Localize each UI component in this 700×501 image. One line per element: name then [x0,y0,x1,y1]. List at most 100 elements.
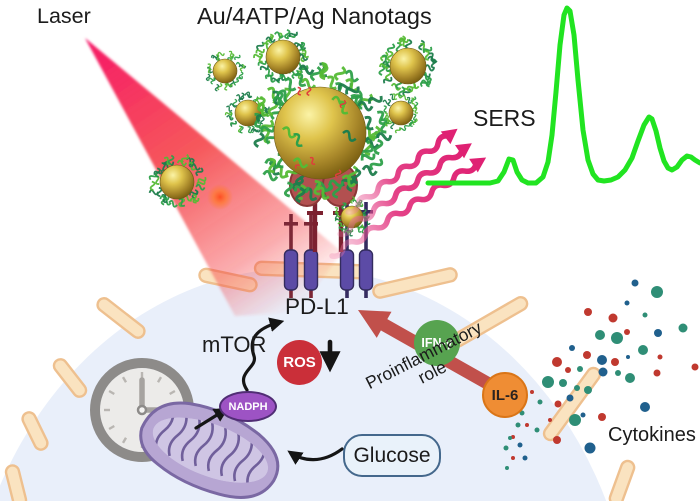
sers-wave-arrowhead [469,157,487,173]
aptamer-fuzz [226,115,234,121]
cytokine-dot [597,355,607,365]
raman-tag-mark [306,86,312,97]
aptamer-fuzz [326,75,337,90]
aptamer-fuzz [378,65,386,76]
cytokine-dot [626,355,630,359]
receptor-transmembrane-bar [339,249,355,291]
aptamer-fuzz [357,100,374,112]
il6-badge: IL-6 [482,372,528,418]
laser-beam [85,38,342,316]
aptamer-fuzz [210,54,219,59]
antibody-stem [312,196,318,252]
aptamer-fuzz [424,64,435,72]
mitochondria-crista [193,422,214,467]
aptamer-fuzz [430,58,437,69]
aptamer-fuzz [386,50,394,62]
cytokine-dot [654,329,662,337]
aptamer-fuzz [361,164,378,177]
aptamer-fuzz [301,49,310,59]
aptamer-fuzz [298,53,309,62]
aptamer-fuzz [207,63,212,71]
raman-tag-mark [297,86,302,96]
aptamer-fuzz [257,60,267,66]
aptamer-fuzz [268,157,277,174]
aptamer-fuzz [411,97,415,105]
aptamer-fuzz [262,169,279,182]
aptamer-fuzz [214,83,220,92]
cytokine-dot [640,402,650,412]
aptamer-fuzz [360,153,376,161]
aptamer-fuzz [378,63,390,69]
aptamer-fuzz [283,181,294,198]
nanotag-particle [378,35,438,98]
cytokine-dot [566,394,574,402]
aptamer-fuzz [253,53,263,59]
pathway-arrow [287,447,344,465]
cytokine-dot [580,412,586,418]
cytokine-dot [511,456,515,460]
sers-wave-arrow [345,133,451,215]
raman-tag-mark [309,156,316,165]
aptamer-fuzz [238,71,244,79]
aptamer-fuzz [180,154,190,163]
aptamer-fuzz [238,64,247,69]
aptamer-fuzz [387,98,392,107]
cytokine-dot [503,445,509,451]
aptamer-fuzz [192,194,197,204]
sers-label: SERS [473,105,536,131]
cytokine-dot [624,300,630,306]
cytokine-dot [530,390,534,394]
aptamer-fuzz [342,129,357,142]
aptamer-fuzz [260,116,265,125]
cytokine-dot [598,367,608,377]
aptamer-fuzz [341,202,347,210]
aptamer-fuzz [419,78,429,88]
sers-spectrum-line [425,5,700,186]
aptamer-fuzz [334,206,339,214]
aptamer-fuzz [196,180,206,186]
pathway-arrow [241,317,285,392]
aptamer-fuzz [281,126,297,139]
sers-wave-arrowhead [440,128,458,145]
aptamer-fuzz [163,156,172,166]
clock-tick [108,389,115,396]
cytokine-dot [584,442,596,454]
membrane-segment [542,366,602,442]
receptor-crossbar [284,222,298,226]
aptamer-fuzz [319,61,328,78]
membrane-segment [372,267,458,299]
aptamer-fuzz [190,163,201,171]
aptamer-fuzz [334,213,339,221]
cytokine-dot [615,370,621,376]
aptamer-fuzz [253,132,265,148]
cytokine-dot [598,413,606,421]
cytokine-dot [559,379,567,387]
mitochondria [139,401,280,499]
clock-tick [156,376,163,383]
nanotag-particle [253,61,393,204]
aptamer-fuzz [153,169,163,176]
aptamer-fuzz [356,226,362,233]
aptamer-fuzz [351,168,362,185]
aptamer-fuzz [295,72,307,87]
cytokine-dot [537,399,543,405]
aptamer-fuzz [259,65,269,71]
aptamer-fuzz [389,93,396,101]
membrane-segment [21,411,49,451]
aptamer-fuzz [398,35,406,47]
aptamer-fuzz [230,121,237,126]
aptamer-fuzz [395,93,403,99]
raman-tag-mark [339,99,347,109]
pathway-arrow [194,407,229,430]
aptamer-fuzz [309,65,322,82]
cytokine-dot [651,286,663,298]
aptamer-fuzz [376,110,386,126]
membrane-segment [96,297,146,339]
cytokine-dot [653,369,661,377]
aptamer-fuzz [392,93,398,100]
cytokine-dot [553,436,561,444]
aptamer-fuzz [148,172,158,181]
aptamer-fuzz [394,127,402,134]
cytokine-dot [678,323,688,333]
